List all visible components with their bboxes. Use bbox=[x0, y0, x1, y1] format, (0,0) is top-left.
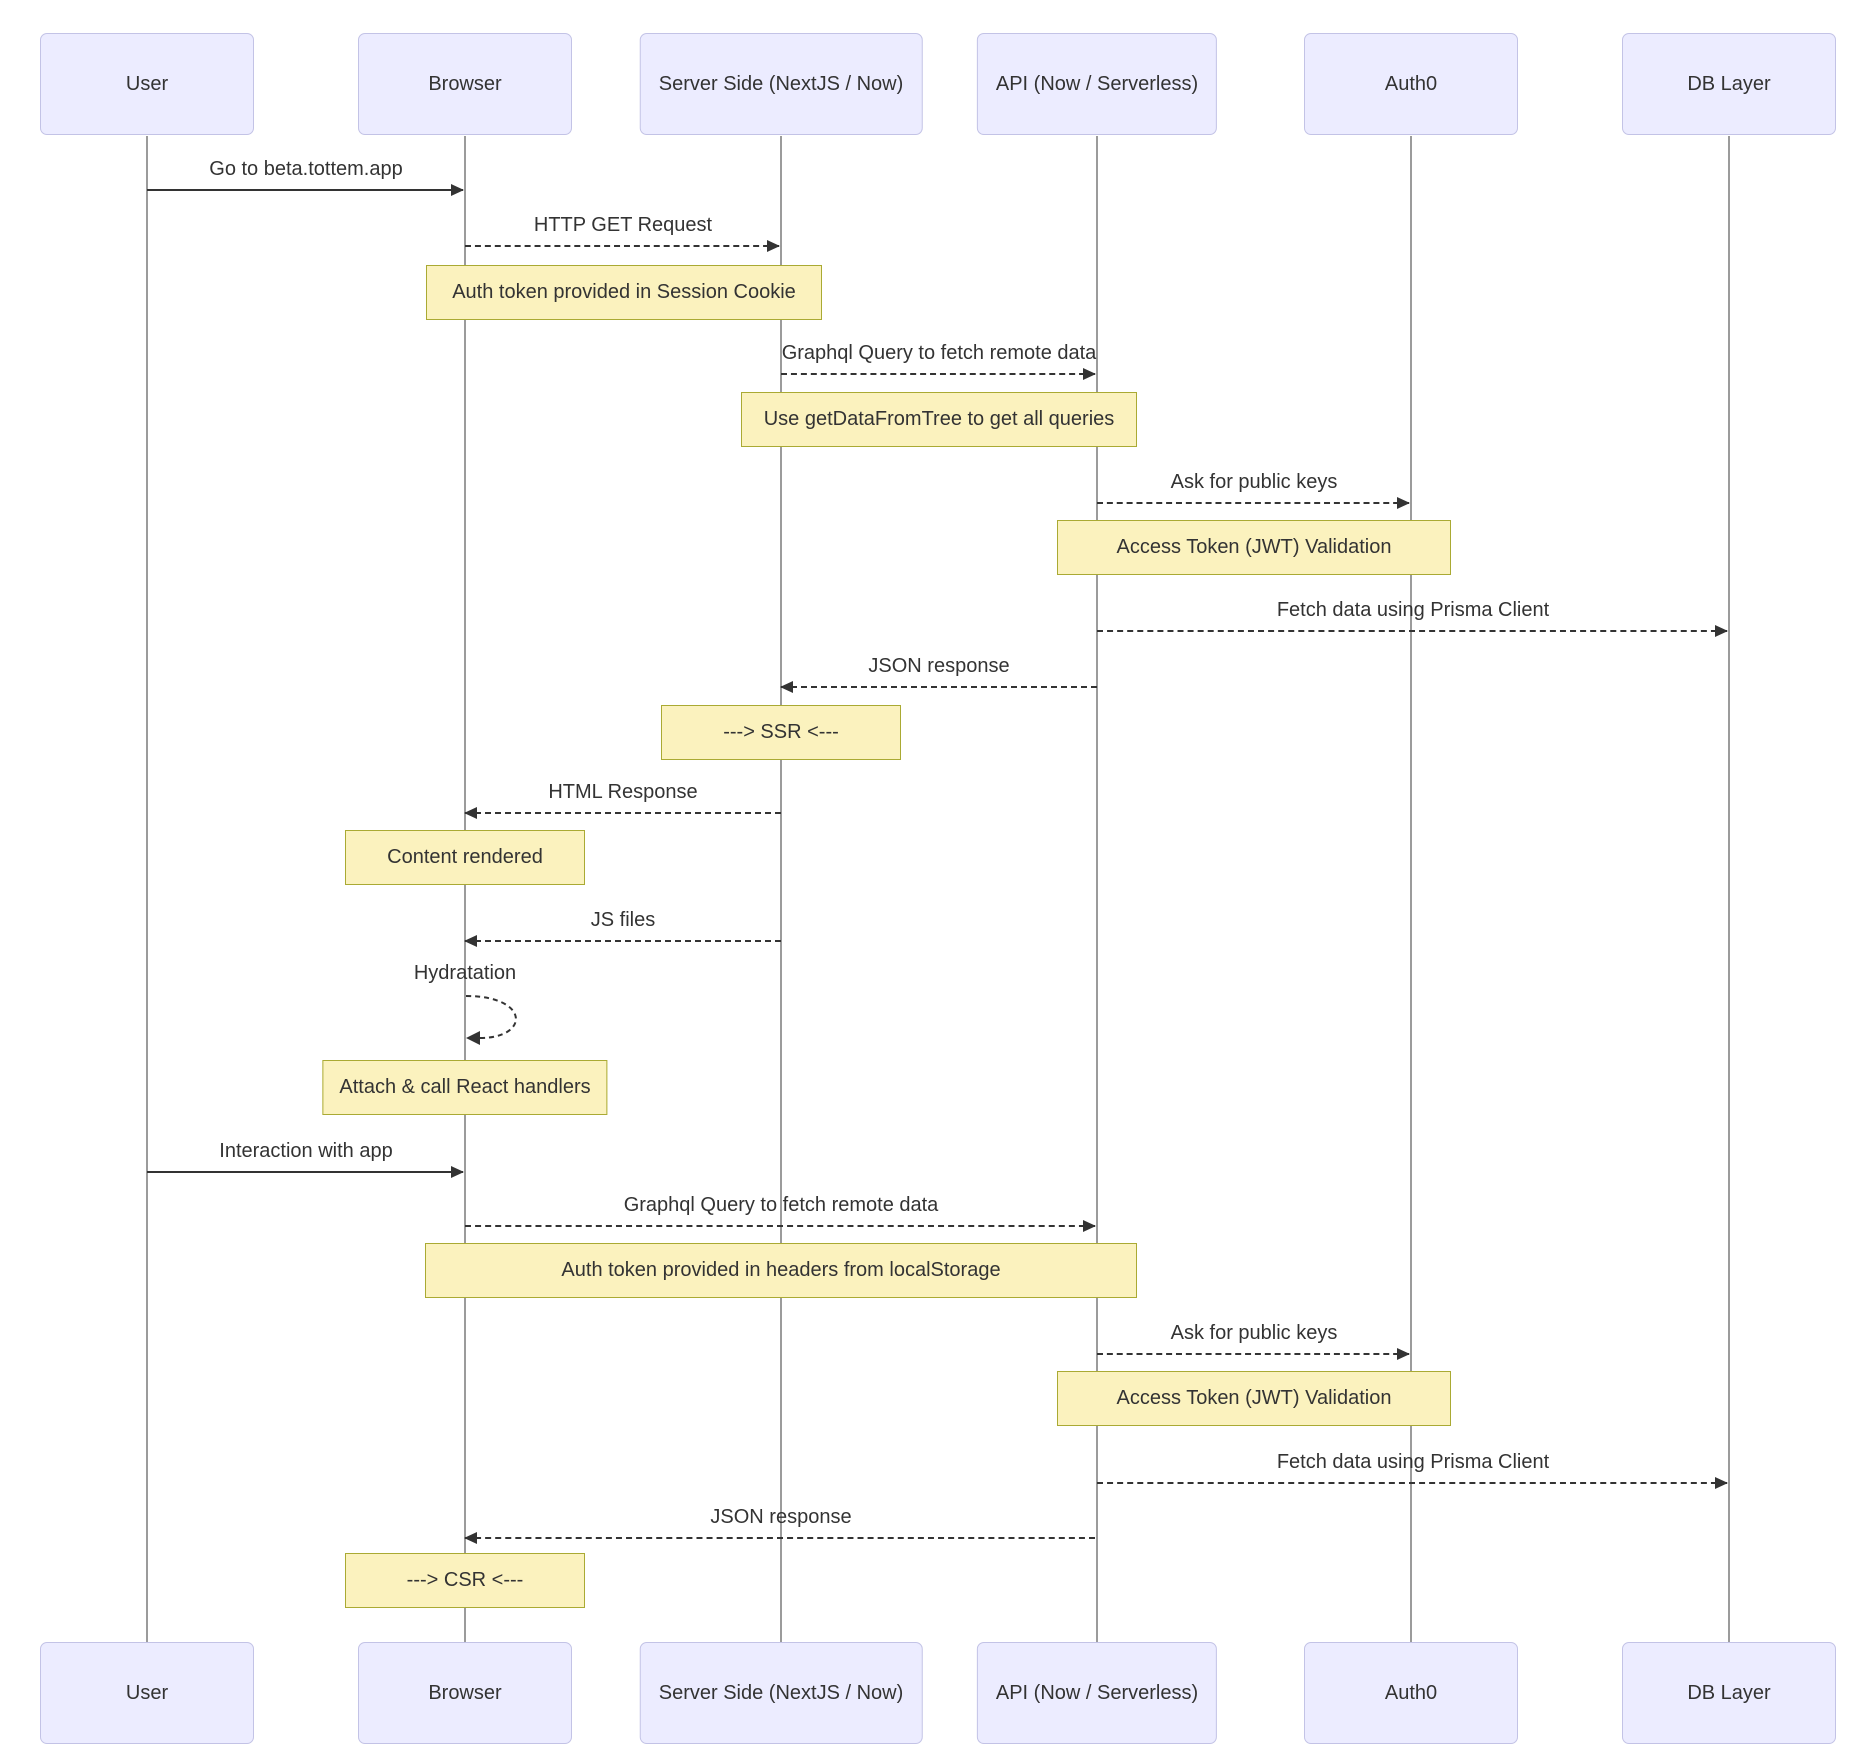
actor-bottom-browser: Browser bbox=[358, 1642, 572, 1744]
msg-graphql-ssr-label: Graphql Query to fetch remote data bbox=[781, 342, 1097, 364]
note-getdatafromtree: Use getDataFromTree to get all queries bbox=[741, 392, 1137, 447]
actor-bottom-db-layer: DB Layer bbox=[1622, 1642, 1836, 1744]
msg-graphql-ssr-arrow bbox=[781, 368, 1096, 380]
arrowhead-right-icon bbox=[451, 1166, 464, 1178]
lifeline-db-layer bbox=[1728, 136, 1730, 1642]
actor-top-user: User bbox=[40, 33, 254, 135]
note-react-handlers: Attach & call React handlers bbox=[322, 1060, 608, 1115]
msg-prisma-2-label: Fetch data using Prisma Client bbox=[1276, 1451, 1550, 1473]
msg-hydratation-label: Hydratation bbox=[413, 962, 517, 984]
arrowhead-right-icon bbox=[767, 240, 780, 252]
msg-public-keys-2-label: Ask for public keys bbox=[1170, 1322, 1338, 1344]
arrowhead-left-icon bbox=[464, 935, 477, 947]
arrowhead-right-icon bbox=[1397, 497, 1410, 509]
msg-js-files-label: JS files bbox=[590, 909, 656, 931]
msg-prisma-2-arrow bbox=[1097, 1477, 1728, 1489]
arrowhead-right-icon bbox=[1715, 1477, 1728, 1489]
arrowhead-right-icon bbox=[451, 184, 464, 196]
msg-json-response-1-label: JSON response bbox=[868, 655, 1010, 677]
msg-http-get-arrow bbox=[465, 240, 780, 252]
note-ssr: ---> SSR <--- bbox=[661, 705, 901, 760]
actor-bottom-server-side: Server Side (NextJS / Now) bbox=[639, 1642, 923, 1744]
msg-prisma-1-arrow bbox=[1097, 625, 1728, 637]
actor-bottom-auth0: Auth0 bbox=[1304, 1642, 1518, 1744]
msg-prisma-1-label: Fetch data using Prisma Client bbox=[1276, 599, 1550, 621]
actor-top-auth0: Auth0 bbox=[1304, 33, 1518, 135]
msg-http-get-label: HTTP GET Request bbox=[533, 214, 713, 236]
msg-interaction-label: Interaction with app bbox=[219, 1140, 393, 1162]
arrowhead-left-icon bbox=[780, 681, 793, 693]
actor-top-server-side: Server Side (NextJS / Now) bbox=[639, 33, 923, 135]
arrowhead-right-icon bbox=[1083, 368, 1096, 380]
arrowhead-right-icon bbox=[1715, 625, 1728, 637]
lifeline-auth0 bbox=[1410, 136, 1412, 1642]
arrowhead-left-icon bbox=[464, 807, 477, 819]
lifeline-browser bbox=[464, 136, 466, 1642]
actor-bottom-api: API (Now / Serverless) bbox=[976, 1642, 1218, 1744]
msg-go-to-app-arrow bbox=[147, 184, 464, 196]
actor-top-browser: Browser bbox=[358, 33, 572, 135]
lifeline-server-side bbox=[780, 136, 782, 1642]
lifeline-api bbox=[1096, 136, 1098, 1642]
note-jwt-validation-1: Access Token (JWT) Validation bbox=[1057, 520, 1451, 575]
note-content-rendered: Content rendered bbox=[345, 830, 585, 885]
msg-public-keys-1-arrow bbox=[1097, 497, 1410, 509]
msg-public-keys-1-label: Ask for public keys bbox=[1170, 471, 1338, 493]
msg-html-response-label: HTML Response bbox=[548, 781, 698, 803]
note-jwt-validation-2: Access Token (JWT) Validation bbox=[1057, 1371, 1451, 1426]
note-localstorage: Auth token provided in headers from loca… bbox=[425, 1243, 1137, 1298]
note-csr: ---> CSR <--- bbox=[345, 1553, 585, 1608]
self-loop-arrow bbox=[466, 995, 517, 1045]
actor-bottom-user: User bbox=[40, 1642, 254, 1744]
msg-js-files-arrow bbox=[464, 935, 781, 947]
arrowhead-right-icon bbox=[1083, 1220, 1096, 1232]
actor-top-api: API (Now / Serverless) bbox=[976, 33, 1218, 135]
msg-graphql-csr-label: Graphql Query to fetch remote data bbox=[623, 1194, 939, 1216]
arrowhead-right-icon bbox=[1397, 1348, 1410, 1360]
msg-go-to-app-label: Go to beta.tottem.app bbox=[209, 158, 403, 180]
note-session-cookie: Auth token provided in Session Cookie bbox=[426, 265, 822, 320]
msg-json-response-1-arrow bbox=[780, 681, 1097, 693]
msg-interaction-arrow bbox=[147, 1166, 464, 1178]
msg-html-response-arrow bbox=[464, 807, 781, 819]
msg-public-keys-2-arrow bbox=[1097, 1348, 1410, 1360]
msg-json-response-2-label: JSON response bbox=[710, 1506, 852, 1528]
arrowhead-left-icon bbox=[464, 1532, 477, 1544]
msg-json-response-2-arrow bbox=[464, 1532, 1095, 1544]
lifeline-user bbox=[146, 136, 148, 1642]
msg-graphql-csr-arrow bbox=[465, 1220, 1096, 1232]
actor-top-db-layer: DB Layer bbox=[1622, 33, 1836, 135]
